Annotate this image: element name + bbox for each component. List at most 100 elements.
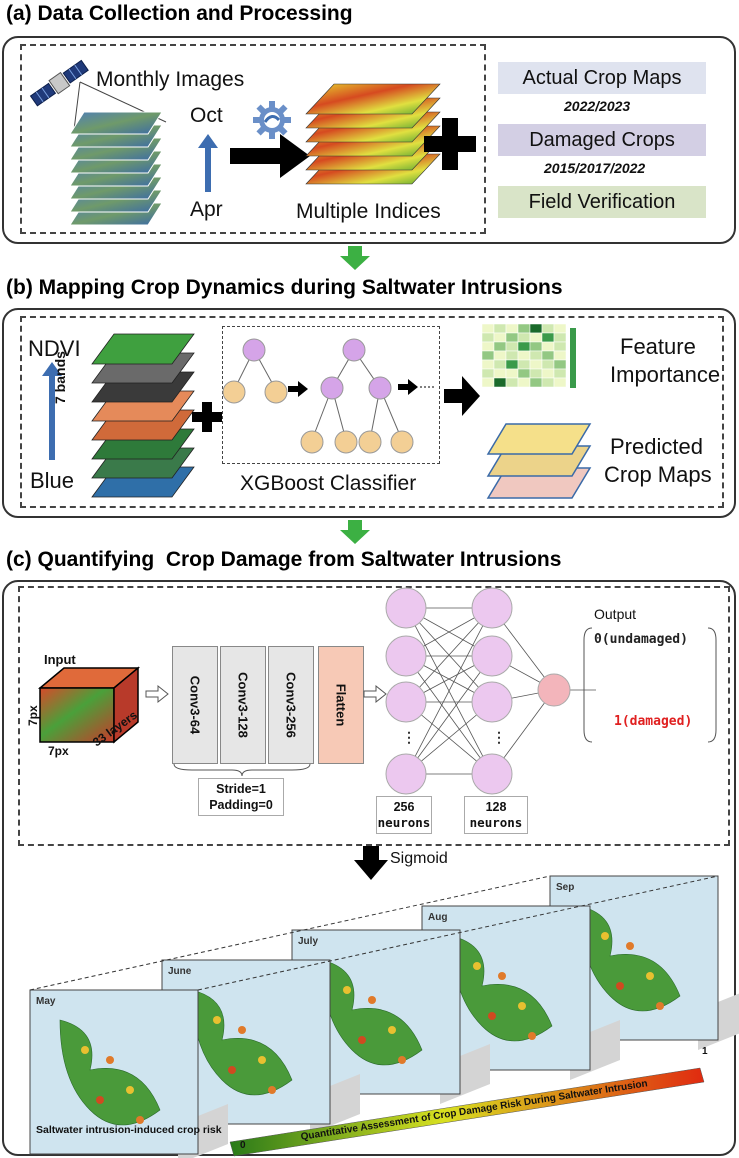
heatmap-cell <box>541 368 555 379</box>
heatmap-cell <box>517 368 531 379</box>
n256-label: 256 <box>393 800 415 814</box>
heatmap-cell <box>481 323 495 334</box>
perspective-line <box>197 875 719 991</box>
satellite-image-layer <box>69 111 163 135</box>
risk-spot <box>601 932 609 940</box>
px-side-label: 7px <box>26 705 40 726</box>
neuron <box>385 753 427 795</box>
xgboost-frame <box>222 326 440 464</box>
conv-bracket <box>173 763 311 777</box>
monthly-risk-maps <box>29 875 739 1158</box>
heatmap-cell <box>505 332 519 343</box>
heatmap-cell <box>553 350 567 361</box>
stride-label: Stride=1 <box>216 782 266 796</box>
heatmap-cell <box>517 359 531 370</box>
scale-max-label: 1 <box>702 1046 708 1057</box>
heatmap-cell <box>505 377 519 388</box>
neuron <box>471 753 513 795</box>
risk-spot <box>126 1086 134 1094</box>
neuron <box>471 587 513 629</box>
risk-spot <box>258 1056 266 1064</box>
band-layer <box>91 333 195 365</box>
xgboost-label: XGBoost Classifier <box>240 472 417 495</box>
heatmap-cell <box>493 359 507 370</box>
heatmap-cell <box>493 368 507 379</box>
risk-spot <box>646 972 654 980</box>
input-label: Input <box>44 652 76 667</box>
heatmap-cell <box>481 332 495 343</box>
heatmap-cell <box>517 377 531 388</box>
multiple-indices-label: Multiple Indices <box>296 200 441 223</box>
damaged-label: 1(damaged) <box>614 714 693 729</box>
risk-spot <box>368 996 376 1004</box>
apr-to-oct-arrow <box>198 134 218 192</box>
conv3-256-layer: Conv3-256 <box>268 646 314 764</box>
heatmap-cell <box>541 341 555 352</box>
risk-caption: Saltwater intrusion-induced crop risk <box>36 1124 222 1136</box>
flatten-to-dense-arrow <box>363 684 387 704</box>
output-label: Output <box>594 606 637 622</box>
crop-maps-label: Crop Maps <box>604 462 712 487</box>
heatmap-cell <box>553 377 567 388</box>
input-to-conv-arrow <box>145 684 169 704</box>
predicted-map-layer <box>486 423 592 455</box>
heatmap-cell <box>481 359 495 370</box>
input-cube <box>37 666 141 744</box>
month-label-sep: Sep <box>556 882 575 893</box>
heatmap-cell <box>529 359 543 370</box>
layer-128-box: 128 neurons <box>464 796 528 834</box>
n128-label: 128 <box>485 800 507 814</box>
heatmap-cell <box>541 359 555 370</box>
risk-spot <box>96 1096 104 1104</box>
risk-spot <box>488 1012 496 1020</box>
plus-icon-b <box>192 402 222 432</box>
neuron <box>471 681 513 723</box>
feature-label: Feature <box>620 334 696 359</box>
risk-spot <box>528 1032 536 1040</box>
processing-arrow <box>230 134 310 178</box>
heatmap-cell <box>505 368 519 379</box>
layer-256-box: 256 neurons <box>376 796 432 834</box>
heatmap-cell <box>529 341 543 352</box>
classifier-output-arrow <box>444 376 480 416</box>
feature-importance-heatmap <box>481 323 576 388</box>
risk-spot <box>498 972 506 980</box>
heatmap-cell <box>553 323 567 334</box>
damaged-crops-tag: Damaged Crops <box>498 124 706 156</box>
earth-engine-gear-icon <box>253 101 291 139</box>
heatmap-cell <box>541 323 555 334</box>
heatmap-cell <box>517 323 531 334</box>
neuron <box>385 587 427 629</box>
risk-spot <box>81 1046 89 1054</box>
px-bottom-label: 7px <box>48 744 69 758</box>
ndvi-label: NDVI <box>28 336 81 361</box>
dense-network: ⋮ ⋮ <box>385 587 596 795</box>
svg-text:⋮: ⋮ <box>402 729 416 745</box>
month-label-june: June <box>168 966 192 977</box>
heatmap-cell <box>517 350 531 361</box>
heatmap-cell <box>481 368 495 379</box>
actual-crop-maps-tag: Actual Crop Maps <box>498 62 706 94</box>
importance-label: Importance <box>610 362 721 387</box>
risk-spot <box>626 942 634 950</box>
sigmoid-arrow <box>354 846 388 880</box>
risk-spot <box>358 1036 366 1044</box>
heatmap-cell <box>541 350 555 361</box>
heatmap-cell <box>505 341 519 352</box>
risk-spot <box>213 1016 221 1024</box>
risk-spot <box>398 1056 406 1064</box>
heatmap-cell <box>517 332 531 343</box>
perspective-line <box>29 875 551 991</box>
neuron <box>471 635 513 677</box>
scale-min-label: 0 <box>240 1140 246 1151</box>
risk-spot <box>616 982 624 990</box>
index-layer <box>305 83 441 115</box>
heatmap-cell <box>541 377 555 388</box>
neurons-128-label: neurons <box>469 815 523 830</box>
conv-params-box: Stride=1 Padding=0 <box>198 778 284 816</box>
bands-stack <box>91 333 195 498</box>
month-label-aug: Aug <box>428 912 448 923</box>
conv3-128-layer: Conv3-128 <box>220 646 266 764</box>
heatmap-cell <box>529 368 543 379</box>
section-a-dashed-frame <box>20 44 486 234</box>
